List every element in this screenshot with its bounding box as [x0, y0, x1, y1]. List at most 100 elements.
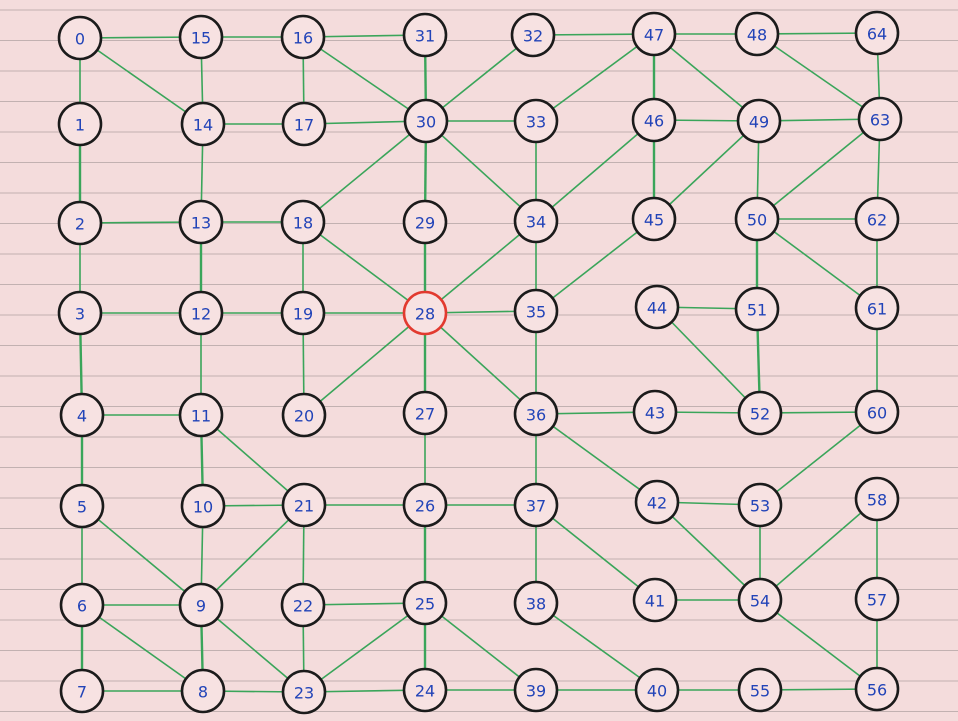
node-label: 64: [867, 25, 887, 44]
edge-18-28: [302, 221, 426, 314]
node-circle: [281, 482, 327, 528]
node-circle: [854, 666, 900, 712]
node-circle: [857, 96, 903, 142]
edge-34-28: [424, 220, 537, 314]
node-label: 17: [294, 116, 314, 135]
node-circle: [281, 669, 327, 715]
node-circle: [854, 389, 900, 435]
node-circle: [854, 476, 900, 522]
node-3: 3: [57, 290, 103, 336]
node-circle: [180, 101, 226, 147]
node-16: 16: [280, 14, 326, 60]
edge-45-35: [535, 218, 655, 312]
node-label: 55: [750, 682, 770, 701]
node-circle: [59, 392, 105, 438]
node-50: 50: [734, 196, 780, 242]
edge-60-53: [759, 411, 878, 506]
node-circle: [510, 12, 556, 58]
node-label: 12: [191, 305, 211, 324]
node-label: 37: [526, 497, 546, 516]
notebook-ruled-lines: [0, 9, 958, 712]
node-circle: [513, 667, 559, 713]
node-label: 26: [415, 497, 435, 516]
edge-32-30: [425, 34, 534, 122]
node-label: 48: [747, 26, 767, 45]
node-label: 14: [193, 116, 213, 135]
edge-30-34: [425, 120, 537, 222]
node-label: 16: [293, 29, 313, 48]
node-label: 47: [644, 26, 664, 45]
node-circle: [178, 290, 224, 336]
node-label: 35: [526, 303, 546, 322]
node-label: 39: [526, 682, 546, 701]
node-circle: [631, 11, 677, 57]
node-48: 48: [734, 11, 780, 57]
node-42: 42: [634, 479, 680, 525]
node-0: 0: [57, 15, 103, 61]
node-6: 6: [59, 582, 105, 628]
node-23: 23: [281, 669, 327, 715]
node-label: 3: [75, 305, 85, 324]
node-label: 50: [747, 211, 767, 230]
node-26: 26: [402, 482, 448, 528]
edge-44-52: [656, 306, 761, 414]
node-label: 2: [75, 215, 85, 234]
node-label: 40: [647, 682, 667, 701]
node-circle: [178, 392, 224, 438]
node-label: 6: [77, 597, 87, 616]
node-25: 25: [402, 580, 448, 626]
edge-16-30: [302, 36, 427, 122]
node-label: 1: [75, 116, 85, 135]
node-21: 21: [281, 482, 327, 528]
node-circle: [737, 390, 783, 436]
node-39: 39: [513, 667, 559, 713]
node-label: 30: [416, 113, 436, 132]
node-60: 60: [854, 389, 900, 435]
node-53: 53: [737, 482, 783, 528]
node-56: 56: [854, 666, 900, 712]
edge-58-54: [759, 498, 878, 601]
node-18: 18: [280, 199, 326, 245]
node-label: 22: [293, 597, 313, 616]
node-9: 9: [178, 582, 224, 628]
node-label: 25: [415, 595, 435, 614]
edge-9-23: [200, 604, 305, 693]
node-62: 62: [854, 196, 900, 242]
node-44: 44: [634, 284, 680, 330]
node-circle: [634, 667, 680, 713]
node-32: 32: [510, 12, 556, 58]
node-2: 2: [57, 200, 103, 246]
node-circle: [402, 390, 448, 436]
node-label: 21: [294, 497, 314, 516]
node-circle: [634, 479, 680, 525]
node-label: 24: [415, 682, 435, 701]
edge-21-9: [200, 504, 305, 606]
node-label: 36: [526, 406, 546, 425]
node-40: 40: [634, 667, 680, 713]
node-circle: [280, 14, 326, 60]
edge-6-8: [81, 604, 204, 692]
edge-47-33: [535, 33, 655, 122]
node-circle: [59, 483, 105, 529]
node-circle: [513, 391, 559, 437]
node-circle: [402, 580, 448, 626]
edge-30-18: [302, 120, 427, 223]
node-circle: [631, 196, 677, 242]
node-61: 61: [854, 285, 900, 331]
node-label: 56: [867, 681, 887, 700]
node-28: 28: [402, 290, 448, 336]
node-circle: [57, 200, 103, 246]
node-label: 63: [870, 111, 890, 130]
node-12: 12: [178, 290, 224, 336]
node-47: 47: [631, 11, 677, 57]
node-45: 45: [631, 196, 677, 242]
node-label: 27: [415, 405, 435, 424]
node-17: 17: [281, 101, 327, 147]
node-label: 10: [193, 498, 213, 517]
node-circle: [513, 482, 559, 528]
node-64: 64: [854, 10, 900, 56]
node-circle: [180, 483, 226, 529]
node-10: 10: [180, 483, 226, 529]
node-35: 35: [513, 288, 559, 334]
